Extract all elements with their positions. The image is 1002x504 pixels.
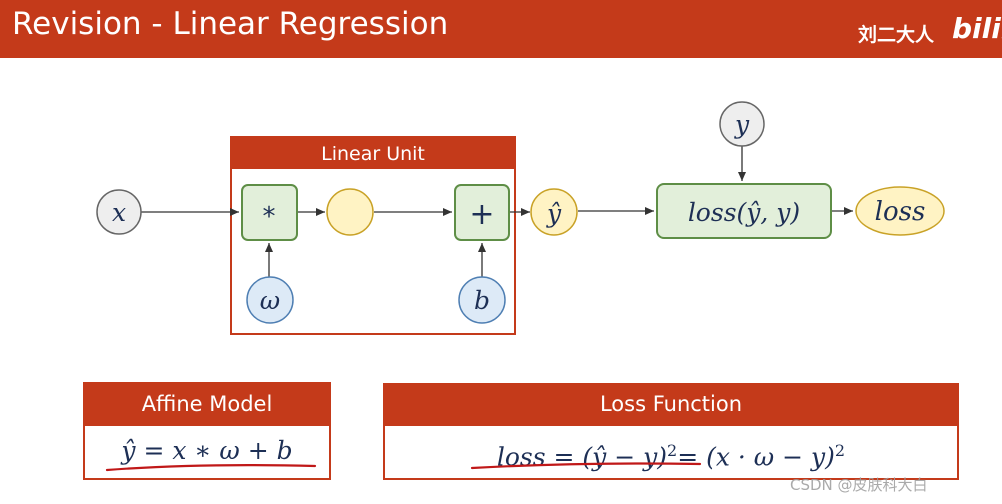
loss-formula-square-2: 2 xyxy=(834,441,846,460)
loss-function-label: loss(ŷ, y) xyxy=(688,198,800,227)
multiply-label: * xyxy=(263,202,276,232)
bias-node xyxy=(458,276,506,324)
affine-model-body: ŷ = x ∗ ω + b xyxy=(83,426,331,480)
author-watermark: 刘二大人 xyxy=(858,24,935,46)
add-node xyxy=(454,184,510,241)
slide-header: Revision - Linear Regression 刘二大人 bilibi… xyxy=(0,0,1002,58)
add-label: + xyxy=(469,197,494,232)
loss-formula-rhs: = (x · ω − y) xyxy=(677,442,835,472)
affine-model-header: Affine Model xyxy=(83,382,331,426)
loss-function-body: loss = (ŷ − y)2= (x · ω − y)2 xyxy=(383,426,959,480)
prediction-node xyxy=(530,188,578,236)
loss-function-title: Loss Function xyxy=(599,392,743,416)
weight-node xyxy=(246,276,294,324)
csdn-watermark: CSDN @皮肤科大白 xyxy=(790,476,928,494)
prediction-label: ŷ xyxy=(546,199,562,228)
weight-label: ω xyxy=(260,286,280,315)
linear-unit-label: Linear Unit xyxy=(321,143,425,165)
input-x-label: x xyxy=(112,198,126,227)
intermediate-node xyxy=(326,188,374,236)
multiply-node xyxy=(241,184,298,241)
loss-formula-lhs: loss = (ŷ − y) xyxy=(496,442,668,472)
target-node xyxy=(719,101,765,147)
bilibili-logo: bilibili xyxy=(952,12,1002,45)
linear-unit-header xyxy=(231,137,515,169)
loss-function-header: Loss Function xyxy=(383,383,959,426)
bias-label: b xyxy=(474,286,490,315)
loss-output-node xyxy=(855,186,945,236)
loss-formula-square-1: 2 xyxy=(667,441,678,460)
affine-model-title: Affine Model xyxy=(141,392,273,416)
affine-model-formula: ŷ = x ∗ ω + b xyxy=(121,436,293,465)
loss-function-node xyxy=(656,183,832,239)
target-label: y xyxy=(734,110,750,139)
slide-title: Revision - Linear Regression xyxy=(12,6,449,42)
input-x-node xyxy=(96,189,142,235)
loss-output-label: loss xyxy=(875,197,926,227)
